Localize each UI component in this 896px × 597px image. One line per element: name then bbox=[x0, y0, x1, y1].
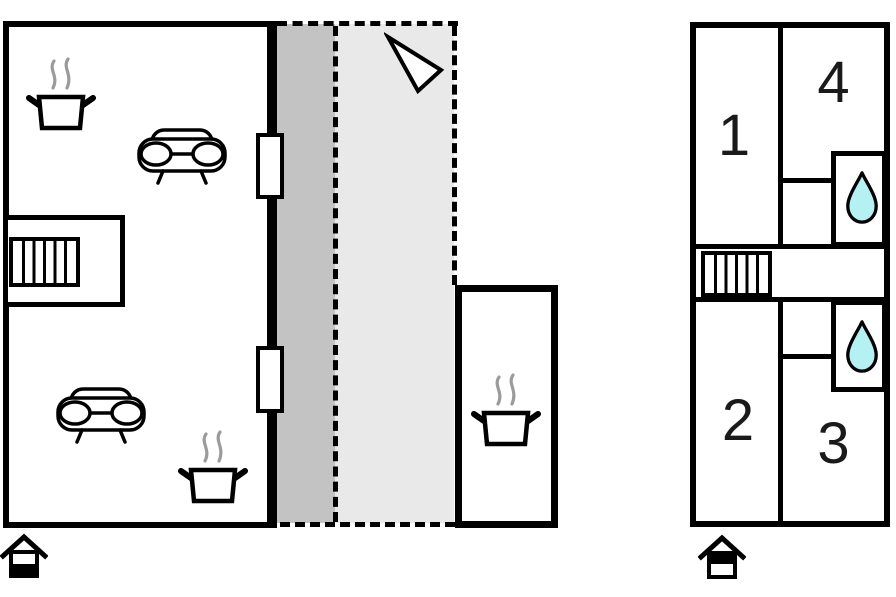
annex-room bbox=[455, 285, 558, 528]
water-drop-icon bbox=[846, 171, 878, 224]
room-1-label: 1 bbox=[717, 103, 751, 168]
terrace-boundary-middle bbox=[333, 26, 338, 522]
corridor-wall-bottom bbox=[694, 297, 886, 302]
water-drop-icon bbox=[846, 320, 878, 373]
room-2-label: 2 bbox=[721, 388, 755, 453]
room-3-label: 3 bbox=[817, 411, 850, 476]
wall-room4-landing bbox=[781, 178, 834, 183]
stove-pot-icon bbox=[26, 57, 96, 131]
stairs-icon bbox=[9, 237, 80, 287]
ground-floor-house-icon bbox=[0, 533, 48, 578]
wall-room2-room3 bbox=[778, 300, 783, 521]
terrace-area bbox=[335, 24, 454, 523]
stairs-icon bbox=[701, 251, 772, 297]
stove-pot-icon bbox=[178, 430, 248, 504]
terrace-boundary-right bbox=[452, 26, 457, 285]
north-arrow-icon bbox=[384, 32, 445, 95]
corridor-wall-top bbox=[694, 244, 886, 249]
door-icon bbox=[256, 346, 284, 413]
terrace-boundary-top bbox=[277, 21, 458, 26]
door-icon bbox=[256, 133, 284, 199]
sofa-icon bbox=[137, 128, 227, 185]
wall-room1-landing bbox=[778, 26, 783, 245]
stove-pot-icon bbox=[471, 373, 541, 447]
wall-landing-room3 bbox=[781, 354, 834, 359]
room-4-label: 4 bbox=[817, 50, 850, 115]
veranda-strip bbox=[277, 24, 335, 523]
terrace-boundary-bottom bbox=[280, 522, 455, 527]
upper-floor-house-icon bbox=[698, 534, 746, 579]
sofa-icon bbox=[56, 387, 146, 444]
